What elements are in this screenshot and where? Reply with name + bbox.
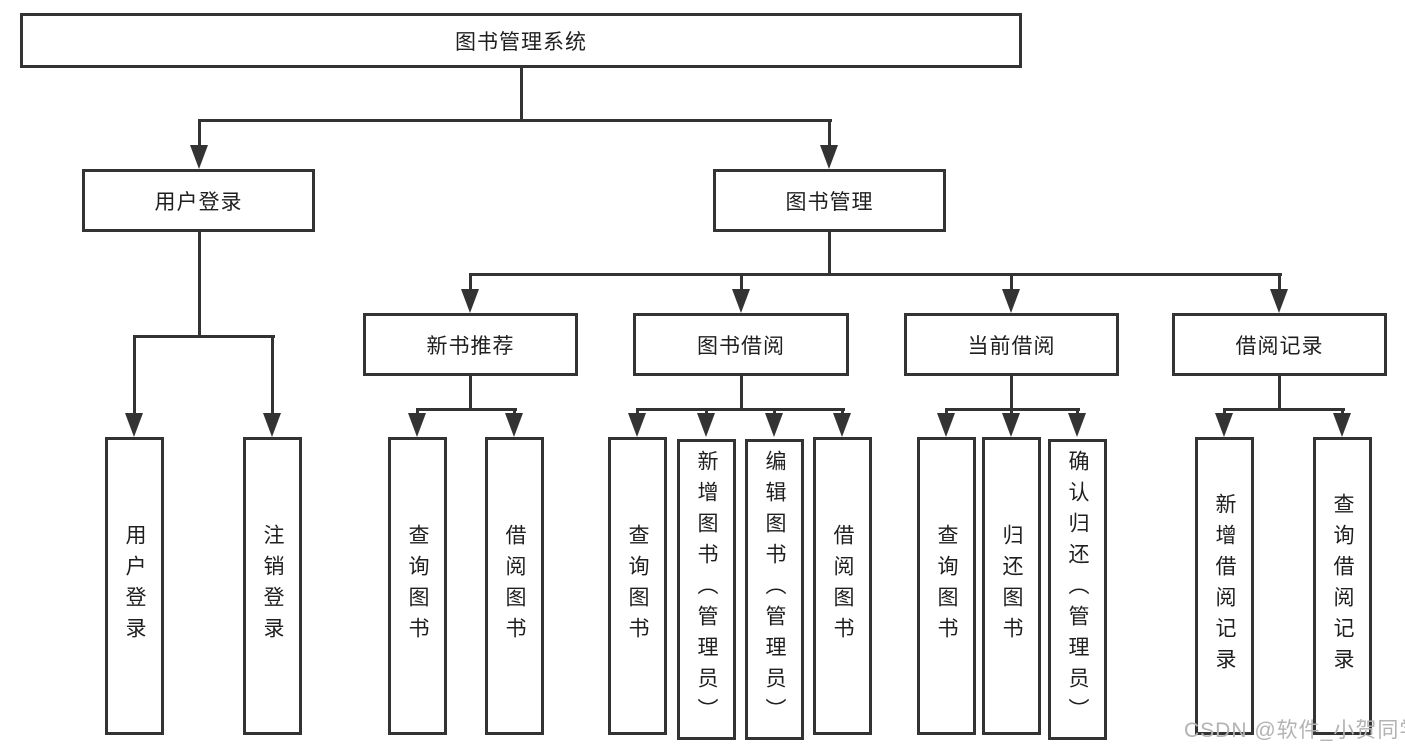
arrow-stem [1341,408,1344,415]
node-label: 图书管理系统 [455,30,587,54]
leaf-label: 用户登录 [123,524,146,648]
leaf-label: 查询图书 [935,524,958,648]
connector-root-stem [520,66,523,121]
leaf-label: 编辑图书（管理员） [763,450,786,729]
connector-newbook-branch [416,408,517,411]
arrow-down-icon [833,413,851,437]
connector-currentborrow-stem [1010,374,1013,410]
leaf-label: 借阅图书 [503,524,526,648]
leaf-records-query-record: 查询借阅记录 [1313,437,1372,735]
arrow-stem [271,335,274,413]
arrow-stem [740,273,743,289]
arrow-stem [513,408,516,415]
leaf-borrow-borrow-books: 借阅图书 [813,437,872,735]
leaf-records-add-record: 新增借阅记录 [1195,437,1254,735]
connector-bookmgmt-branch [469,273,1282,276]
arrow-down-icon [1333,413,1351,437]
arrow-down-icon [1002,289,1020,313]
arrow-stem [416,408,419,415]
leaf-current-confirm-return-admin: 确认归还（管理员） [1048,439,1107,740]
arrow-stem [198,119,201,145]
arrow-down-icon [820,145,838,169]
node-label: 当前借阅 [967,334,1056,358]
leaf-logout: 注销登录 [243,437,302,735]
node-label: 用户登录 [154,190,243,214]
arrow-down-icon [461,289,479,313]
arrow-down-icon [263,413,281,437]
arrow-stem [469,273,472,289]
leaf-label: 查询图书 [406,524,429,648]
arrow-down-icon [628,413,646,437]
node-label: 图书借阅 [697,334,785,358]
leaf-borrow-edit-books-admin: 编辑图书（管理员） [745,439,804,740]
arrow-down-icon [505,413,523,437]
arrow-stem [828,119,831,145]
leaf-label: 查询图书 [626,524,649,648]
arrow-stem [773,408,776,415]
node-label: 图书管理 [785,190,874,214]
node-current-borrow: 当前借阅 [904,313,1119,376]
connector-userlogin-branch [133,335,275,338]
node-new-book-recommend: 新书推荐 [363,313,578,376]
connector-bookmgmt-stem [828,230,831,275]
leaf-label: 确认归还（管理员） [1066,450,1089,729]
leaf-label: 新增借阅记录 [1213,493,1236,679]
leaf-newbook-borrow-books: 借阅图书 [485,437,544,735]
leaf-label: 查询借阅记录 [1331,493,1354,679]
arrow-stem [705,408,708,415]
node-root-library-system: 图书管理系统 [20,13,1022,68]
arrow-down-icon [408,413,426,437]
node-label: 新书推荐 [426,334,515,358]
arrow-stem [1223,408,1226,415]
arrow-stem [841,408,844,415]
node-book-borrow: 图书借阅 [633,313,849,376]
node-label: 借阅记录 [1235,334,1324,358]
connector-bookborrow-stem [740,374,743,410]
arrow-down-icon [732,289,750,313]
csdn-watermark: CSDN @软件_小贺同学 [1184,719,1405,742]
connector-newbook-stem [469,374,472,410]
arrow-down-icon [697,413,715,437]
arrow-stem [945,408,948,415]
leaf-borrow-add-books-admin: 新增图书（管理员） [677,439,736,740]
leaf-newbook-query-books: 查询图书 [388,437,447,735]
arrow-stem [1010,273,1013,289]
arrow-down-icon [1068,413,1086,437]
arrow-stem [636,408,639,415]
leaf-label: 归还图书 [1000,524,1023,648]
arrow-stem [1278,273,1281,289]
connector-bookborrow-branch [636,408,845,411]
arrow-down-icon [1270,289,1288,313]
arrow-stem [1010,408,1013,415]
leaf-user-login: 用户登录 [105,437,164,735]
leaf-current-query-books: 查询图书 [917,437,976,735]
leaf-label: 注销登录 [261,524,284,648]
connector-records-branch [1223,408,1345,411]
arrow-stem [133,335,136,413]
connector-root-branch [198,119,832,122]
leaf-label: 新增图书（管理员） [695,450,718,729]
arrow-stem [1076,408,1079,415]
arrow-down-icon [125,413,143,437]
node-borrow-records: 借阅记录 [1172,313,1387,376]
node-book-management: 图书管理 [713,169,946,232]
node-user-login: 用户登录 [82,169,315,232]
leaf-label: 借阅图书 [831,524,854,648]
arrow-down-icon [937,413,955,437]
arrow-down-icon [1002,413,1020,437]
arrow-down-icon [190,145,208,169]
connector-userlogin-stem [198,230,201,337]
connector-records-stem [1278,374,1281,410]
arrow-down-icon [1215,413,1233,437]
arrow-down-icon [765,413,783,437]
leaf-current-return-books: 归还图书 [982,437,1041,735]
leaf-borrow-query-books: 查询图书 [608,437,667,735]
